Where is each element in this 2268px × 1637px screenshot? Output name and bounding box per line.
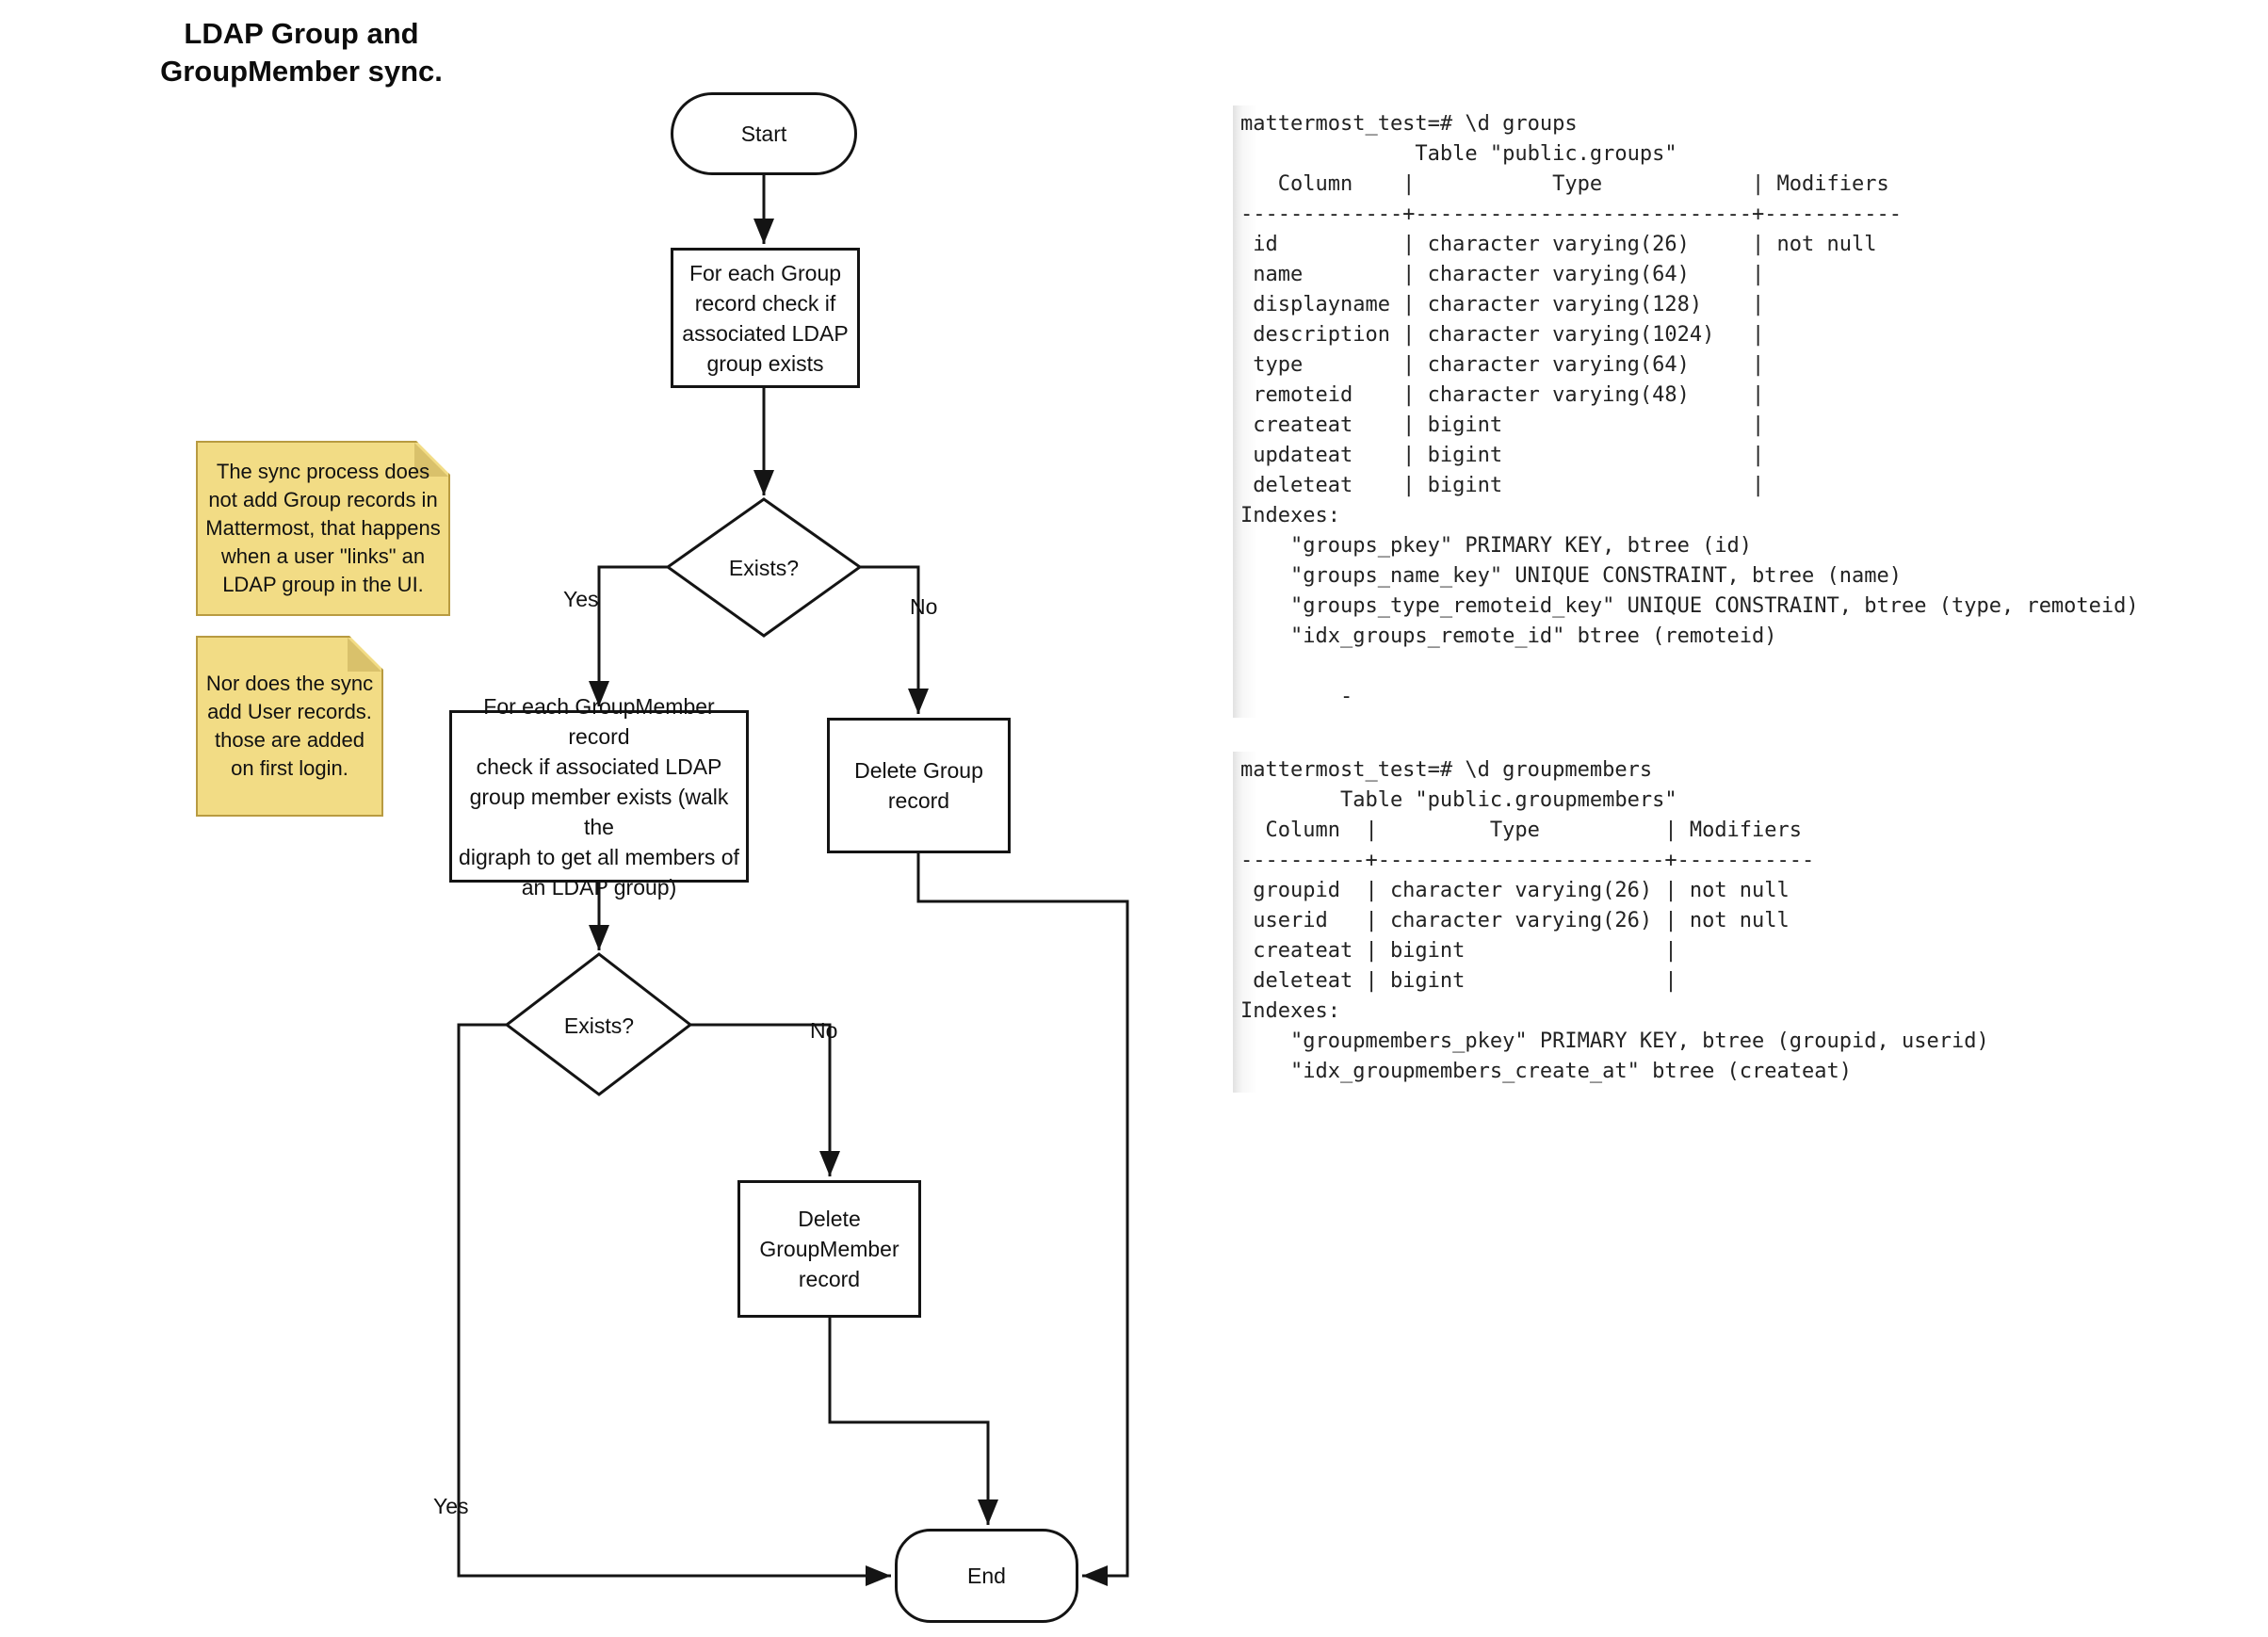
edge-exists2-no	[690, 1023, 840, 1176]
sticky-note-group-records-text: The sync process does not add Group reco…	[205, 460, 441, 596]
edge-exists1-yes	[589, 565, 668, 706]
delete-groupmember-process-node: Delete GroupMember record	[737, 1180, 921, 1318]
delete-group-process-label: Delete Group record	[854, 758, 983, 813]
psql-groups-table-output: mattermost_test=# \d groups Table "publi…	[1233, 105, 2179, 718]
sticky-note-user-records-text: Nor does the sync add User records. thos…	[205, 672, 374, 780]
exists2-diamond	[504, 952, 693, 1096]
exists1-label: Exists?	[728, 556, 800, 580]
end-node-label: End	[967, 1564, 1006, 1588]
check-groupmember-process-node: For each GroupMember record check if ass…	[449, 694, 749, 900]
exists2-label: Exists?	[563, 1013, 635, 1038]
page-title: LDAP Group and GroupMember sync.	[160, 17, 443, 88]
edge-exists1-no	[860, 565, 929, 714]
edge-delete-groupmember-to-end	[828, 1318, 998, 1525]
exists1-no-label: No	[910, 594, 938, 619]
delete-groupmember-process-label: Delete GroupMember record	[759, 1207, 899, 1291]
check-group-process-label: For each Group record check if associate…	[682, 260, 849, 376]
check-group-process-node: For each Group record check if associate…	[671, 248, 860, 388]
edge-exists2-yes	[457, 1023, 891, 1586]
exists2-no-label: No	[810, 1018, 838, 1043]
check-groupmember-process-label: For each GroupMember record check if ass…	[459, 693, 739, 900]
sticky-note-group-records: The sync process does not add Group reco…	[196, 441, 450, 616]
sticky-note-user-records: Nor does the sync add User records. thos…	[196, 636, 383, 817]
delete-group-process-node: Delete Group record	[827, 718, 1011, 853]
psql-groupmembers-table-output: mattermost_test=# \d groupmembers Table …	[1233, 752, 1989, 1093]
start-node: Start	[671, 92, 857, 175]
edge-delete-group-to-end	[916, 853, 1129, 1586]
start-node-label: Start	[740, 122, 787, 146]
exists1-diamond	[665, 497, 863, 638]
exists1-yes-label: Yes	[563, 587, 599, 611]
end-node: End	[895, 1529, 1078, 1623]
exists2-yes-label: Yes	[433, 1494, 469, 1518]
